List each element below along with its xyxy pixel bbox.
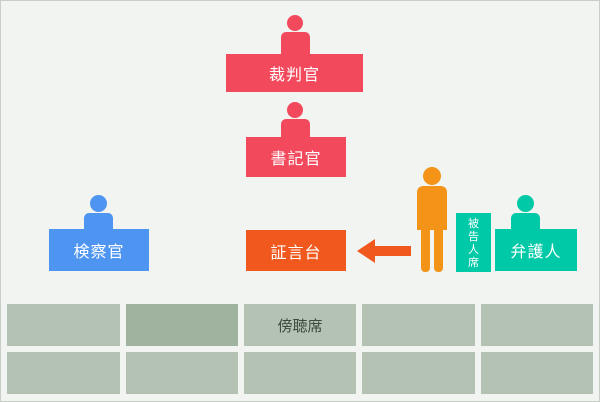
gallery-seat: 傍聴席 [244, 304, 356, 346]
arrow-left-icon [357, 239, 411, 263]
defendant-seat-char: 席 [468, 255, 479, 269]
judge-head-icon [287, 15, 303, 31]
gallery-seat [7, 304, 120, 346]
gallery-seat [362, 352, 475, 394]
defense-desk: 弁護人 [495, 229, 577, 271]
defendant-left-leg-icon [421, 229, 430, 272]
gallery-seat [7, 352, 120, 394]
gallery-seat [362, 304, 475, 346]
gallery-label: 傍聴席 [277, 316, 323, 335]
prosecutor-desk: 検察官 [49, 229, 149, 271]
defense-head-icon [517, 195, 534, 212]
defendant-seat: 被 告 人 席 [456, 213, 491, 272]
gallery-seat [481, 304, 593, 346]
defendant-seat-char: 告 [468, 229, 479, 243]
gallery-seat [481, 352, 593, 394]
defendant-head-icon [423, 167, 441, 185]
clerk-body-icon [281, 119, 310, 139]
gallery-seat [126, 352, 238, 394]
clerk-desk: 書記官 [246, 137, 346, 177]
defense-label: 弁護人 [510, 242, 562, 261]
prosecutor-head-icon [90, 195, 107, 212]
gallery-seat [126, 304, 238, 346]
clerk-label: 書記官 [270, 149, 322, 168]
defendant-seat-char: 被 [468, 216, 479, 230]
clerk-head-icon [287, 102, 303, 118]
defendant-seat-char: 人 [468, 242, 479, 256]
prosecutor-body-icon [84, 213, 113, 231]
judge-body-icon [281, 32, 310, 56]
prosecutor-label: 検察官 [73, 242, 125, 261]
defendant-right-leg-icon [434, 229, 443, 272]
gallery-seat [244, 352, 356, 394]
defendant-torso-icon [417, 186, 447, 230]
judge-label: 裁判官 [268, 65, 320, 84]
defense-body-icon [511, 213, 540, 231]
witness-stand: 証言台 [246, 230, 346, 271]
witness-stand-label: 証言台 [270, 242, 322, 262]
judge-desk: 裁判官 [226, 54, 363, 92]
